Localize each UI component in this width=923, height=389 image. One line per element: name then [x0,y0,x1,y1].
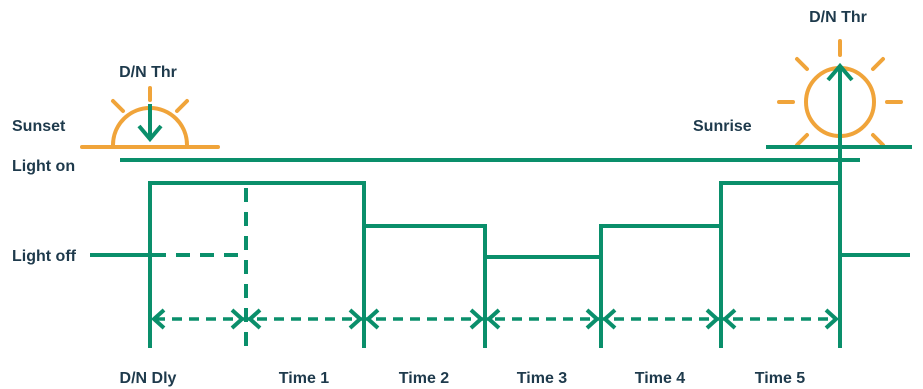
light-on-label: Light on [12,158,75,175]
sunset-label: Sunset [12,118,66,135]
sunrise-label: Sunrise [693,118,752,135]
interval-label-time4: Time 4 [635,370,686,387]
interval-label-time3: Time 3 [517,370,568,387]
interval-label-time2: Time 2 [399,370,450,387]
interval-arrows [151,308,839,330]
light-off-label: Light off [12,248,77,265]
interval-label-time5: Time 5 [755,370,806,387]
dn-threshold-label-right: D/N Thr [809,9,867,26]
interval-label-time1: Time 1 [279,370,330,387]
interval-label-dn-dly: D/N Dly [120,370,177,387]
up-arrow-icon [826,62,854,138]
dn-threshold-label-left: D/N Thr [119,64,177,81]
down-arrow-icon [137,104,163,143]
